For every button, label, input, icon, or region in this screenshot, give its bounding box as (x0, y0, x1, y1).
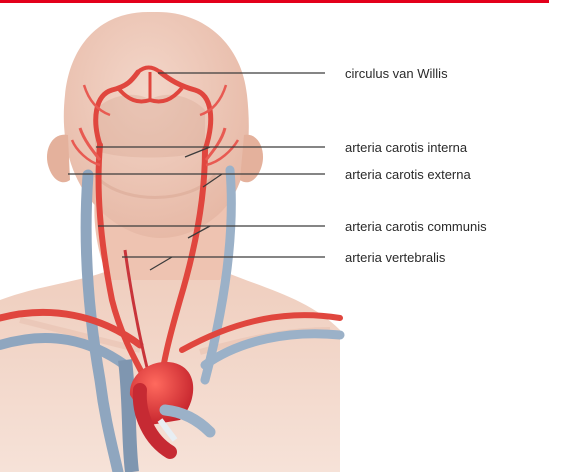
label-arteria-carotis-interna: arteria carotis interna (345, 140, 467, 155)
left-ear (47, 135, 70, 183)
label-arteria-carotis-communis: arteria carotis communis (345, 219, 487, 234)
right-ear (240, 135, 263, 183)
label-circulus-van-willis: circulus van Willis (345, 66, 448, 81)
label-arteria-carotis-externa: arteria carotis externa (345, 167, 471, 182)
label-arteria-vertebralis: arteria vertebralis (345, 250, 445, 265)
